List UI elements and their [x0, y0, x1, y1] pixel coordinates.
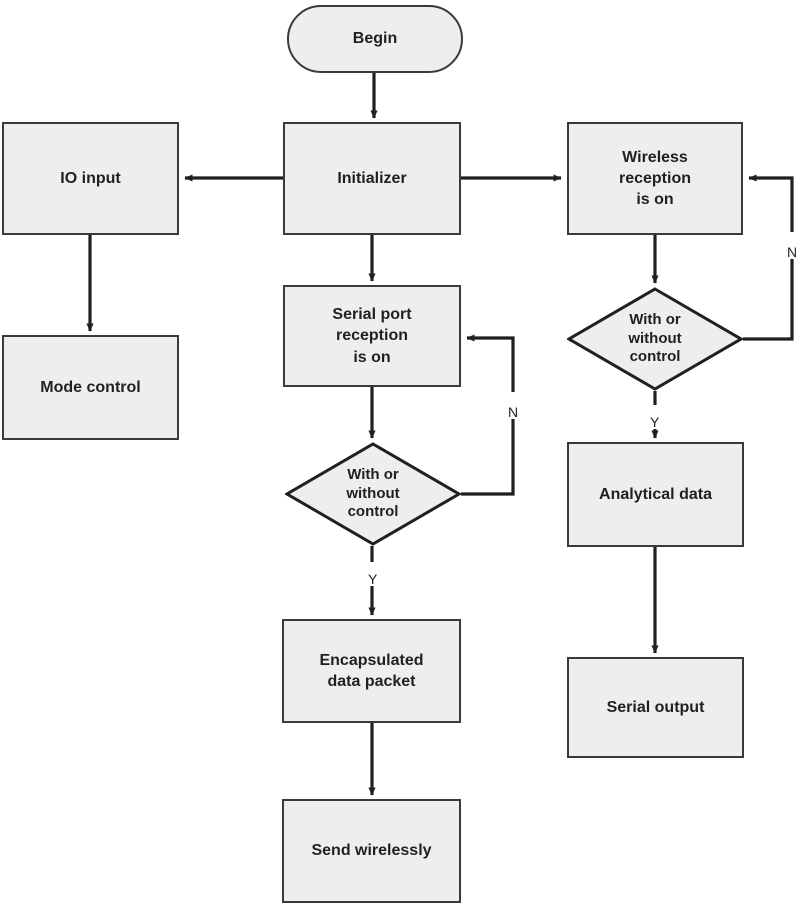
node-serial-port-reception-label: Serial port reception is on — [332, 306, 412, 366]
edge-right-decision-no-lower — [743, 258, 794, 341]
node-serial-output[interactable]: Serial output — [567, 657, 744, 758]
node-send-wirelessly-label: Send wirelessly — [311, 842, 432, 860]
node-serial-port-reception[interactable]: Serial port reception is on — [283, 285, 461, 387]
node-encapsulated-data-packet-label: Encapsulated data packet — [319, 651, 424, 690]
edge-mid-decision-no-lower — [461, 418, 515, 496]
node-wireless-reception[interactable]: Wireless reception is on — [567, 122, 743, 235]
edge-label-wireless-yes: Y — [648, 414, 662, 430]
node-analytical-data[interactable]: Analytical data — [567, 442, 744, 547]
node-mode-control-label: Mode control — [40, 378, 141, 396]
node-decision-wireless-control[interactable]: With or without control — [567, 287, 743, 391]
node-mode-control[interactable]: Mode control — [2, 335, 179, 440]
edge-label-serial-yes: Y — [366, 571, 380, 587]
node-initializer[interactable]: Initializer — [283, 122, 461, 235]
node-initializer-label: Initializer — [337, 169, 407, 187]
node-encapsulated-data-packet[interactable]: Encapsulated data packet — [282, 619, 461, 723]
node-io-input[interactable]: IO input — [2, 122, 179, 235]
edge-label-serial-no: N — [506, 404, 521, 420]
node-analytical-data-label: Analytical data — [599, 485, 712, 503]
node-decision-serial-control[interactable]: With or without control — [285, 442, 461, 546]
edge-right-decision-no-upper — [748, 174, 794, 232]
node-begin-label: Begin — [352, 30, 398, 48]
node-send-wirelessly[interactable]: Send wirelessly — [282, 799, 461, 903]
diamond-shape — [567, 287, 743, 391]
node-io-input-label: IO input — [60, 169, 121, 187]
diamond-shape — [285, 442, 461, 546]
edge-label-wireless-no: N — [785, 244, 800, 260]
node-wireless-reception-label: Wireless reception is on — [618, 148, 691, 209]
node-begin[interactable]: Begin — [287, 5, 463, 73]
node-serial-output-label: Serial output — [606, 698, 705, 716]
edge-mid-decision-no-upper — [466, 334, 515, 392]
